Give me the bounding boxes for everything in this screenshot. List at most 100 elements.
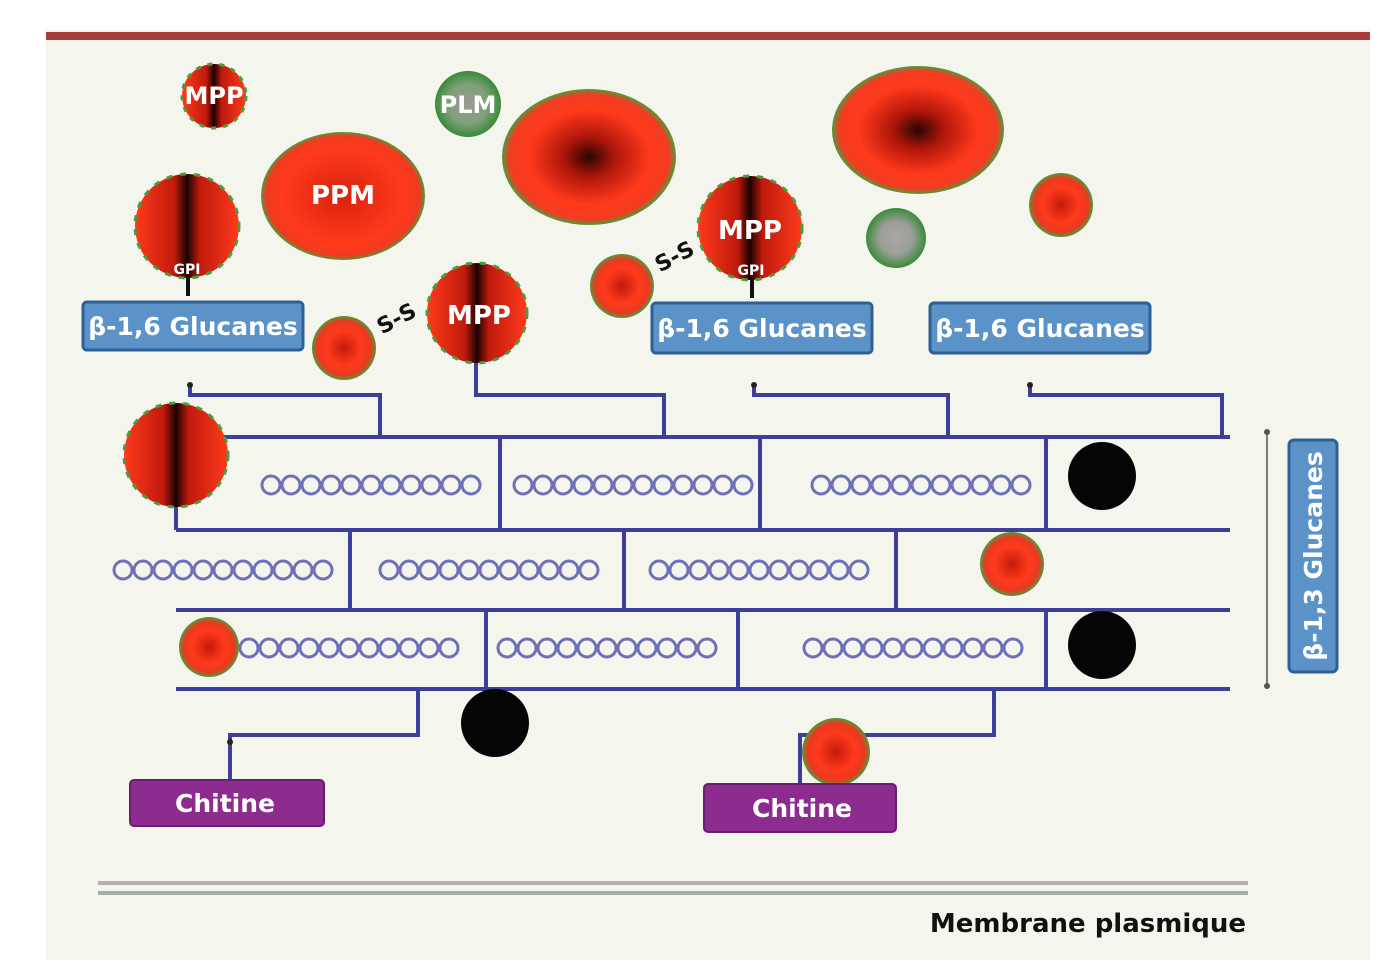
glucan13-box-label: β-1,3 Glucanes [1299,451,1328,660]
glucan16-box-c-rect [928,301,1152,355]
helix-loop [252,559,274,581]
helix-loop [902,637,924,659]
glucan13-box: β-1,3 Glucanes [1287,438,1339,674]
helix-loop [340,474,362,496]
glucan-connector [752,385,950,437]
helix-loop [668,559,690,581]
membrane-line-bottom [98,891,1248,895]
helix-loop [802,637,824,659]
black-particle [1068,442,1136,510]
helix-loop [808,559,830,581]
glucan16-box-b-rect [650,301,874,355]
helix-loop [850,474,872,496]
black-particle [461,689,529,757]
chitin-box-a-rect [129,779,325,827]
membrane-line-top [98,881,1248,885]
helix-loop [942,637,964,659]
helix-loop [532,474,554,496]
helix-loop [438,559,460,581]
chitin-box-a-label: Chitine [175,789,275,818]
helix-loop [592,474,614,496]
helix-loop [558,559,580,581]
helix-loop [378,637,400,659]
mpp-top-circle [180,62,248,130]
chitin-box-b-rect [703,783,897,833]
helix-loop [692,474,714,496]
helix-loop [498,559,520,581]
helix-loop [552,474,574,496]
helix-loop [882,637,904,659]
helix-chains [112,474,1032,659]
chitin-box-b-label: Chitine [752,794,852,823]
helix-loop [132,559,154,581]
helix-loop [842,637,864,659]
mpp-center: MPP [425,261,529,365]
plm-circle [435,71,501,137]
helix-loop [152,559,174,581]
helix-loop [870,474,892,496]
mpp-right-label: MPP [718,216,782,246]
helix-loop [862,637,884,659]
helix-loop [112,559,134,581]
helix-loop [950,474,972,496]
helix-loop [272,559,294,581]
glucan16-box-c: β-1,6 Glucanes [928,301,1152,355]
glucan16-box-a: β-1,6 Glucanes [81,300,305,352]
helix-loop [962,637,984,659]
helix-loop [572,474,594,496]
helix-loop [712,474,734,496]
header-bar [46,32,1370,40]
mpp-right-circle [696,174,804,282]
helix-loop [516,637,538,659]
glucan-connector [1028,385,1224,437]
glucan16-box-a-label: β-1,6 Glucanes [88,312,297,341]
helix-loop [688,559,710,581]
helix-loop [172,559,194,581]
helix-loop [632,474,654,496]
membrane-label: Membrane plasmique [930,909,1246,939]
helix-loop [300,474,322,496]
helix-loop [400,474,422,496]
helix-loop [890,474,912,496]
plm-label: PLM [440,91,497,119]
helix-loop [748,559,770,581]
helix-loop [676,637,698,659]
protein-dot [590,254,654,318]
ppm-label: PPM [311,181,375,211]
helix-loop [556,637,578,659]
mpp-striped-protein [122,401,230,509]
gpi-anchored-protein-right: MPP GPI [696,174,804,298]
helix-loop [280,474,302,496]
glucan-connector [188,385,382,437]
helix-loop [212,559,234,581]
helix-loop [768,559,790,581]
mpp-center-circle [425,261,529,365]
helix-loop [922,637,944,659]
helix-loop [536,637,558,659]
ppm-protein: PPM [261,132,425,260]
helix-loop [192,559,214,581]
plm-protein: PLM [435,71,501,137]
helix-loop [418,637,440,659]
helix-loop [578,559,600,581]
helix-loop [418,559,440,581]
protein-dot [980,532,1044,596]
helix-loop [478,559,500,581]
helix-loop [318,637,340,659]
helix-loop [398,559,420,581]
glucan13-box-rect [1287,438,1339,674]
grey-protein [866,208,926,268]
helix-loop [672,474,694,496]
glucan16-box-b: β-1,6 Glucanes [650,301,874,355]
glucan-connector [474,355,666,437]
helix-loop [320,474,342,496]
connector-dot [227,739,233,745]
helix-loop [930,474,952,496]
mpp-center-label: MPP [447,301,511,331]
glucan-network [174,355,1230,784]
connector-dots [187,382,1033,745]
helix-loop [616,637,638,659]
protein-dot [312,316,376,380]
helix-loop [636,637,658,659]
